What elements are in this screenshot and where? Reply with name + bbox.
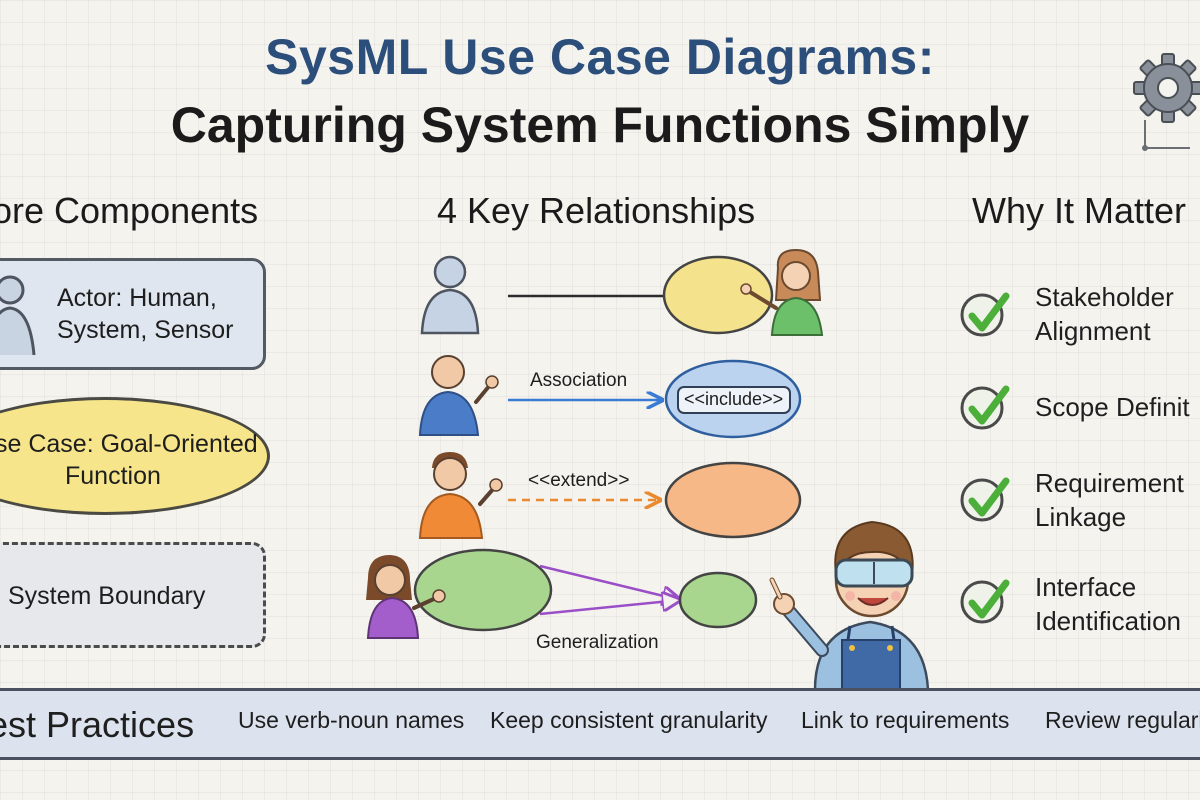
- row1-actor-icon: [420, 255, 480, 335]
- row2-actor-icon: [418, 355, 499, 436]
- why-item-3-line2: Linkage: [1035, 502, 1127, 532]
- relationships-heading: 4 Key Relationships: [437, 190, 756, 231]
- system-boundary-card: [0, 542, 266, 648]
- why-item-4-line2: Identification: [1035, 606, 1181, 636]
- girl-pointing-icon: [740, 248, 824, 336]
- include-label: <<include>>: [684, 389, 784, 409]
- checkmark-icon: [960, 385, 1010, 430]
- extend-label: <<extend>>: [528, 470, 630, 491]
- title-line-2: Capturing System Functions Simply: [170, 97, 1030, 153]
- best-practice-item: Keep consistent granularity: [490, 707, 768, 733]
- best-practice-item: Link to requirements: [801, 707, 1010, 733]
- checkmark-icon: [960, 292, 1010, 337]
- why-heading: Why It Matter: [972, 190, 1187, 231]
- best-practice-item: Review regularl: [1045, 707, 1200, 733]
- why-item-1-line1: Stakeholder: [1035, 282, 1174, 312]
- best-practices-bar: [0, 688, 1200, 760]
- usecase-label-line2: Function: [65, 462, 161, 490]
- checkmark-icon: [960, 579, 1010, 624]
- title-line-1: SysML Use Case Diagrams:: [265, 29, 935, 85]
- core-components-heading: ore Components: [0, 190, 259, 231]
- best-practice-item: Use verb-noun names: [238, 707, 465, 733]
- association-label: Association: [530, 370, 628, 391]
- checkmark-icon: [960, 477, 1010, 522]
- row4-actor-icon: [366, 555, 446, 639]
- usecase-card: [0, 397, 270, 515]
- row3-actor-icon: [418, 452, 503, 539]
- why-item-1-line2: Alignment: [1035, 316, 1151, 346]
- actor-label-line1: Actor: Human,: [57, 284, 217, 312]
- why-item-2-line1: Scope Definit: [1035, 392, 1190, 422]
- boundary-label: System Boundary: [8, 582, 206, 610]
- actor-label-line2: System, Sensor: [57, 316, 234, 344]
- best-practices-heading: est Practices: [0, 704, 195, 745]
- generalization-label: Generalization: [536, 632, 659, 653]
- why-item-3-line1: Requirement: [1035, 468, 1184, 498]
- why-item-4-line1: Interface: [1035, 572, 1137, 602]
- actor-card: [0, 258, 266, 370]
- usecase-label-line1: se Case: Goal-Oriented: [0, 430, 258, 458]
